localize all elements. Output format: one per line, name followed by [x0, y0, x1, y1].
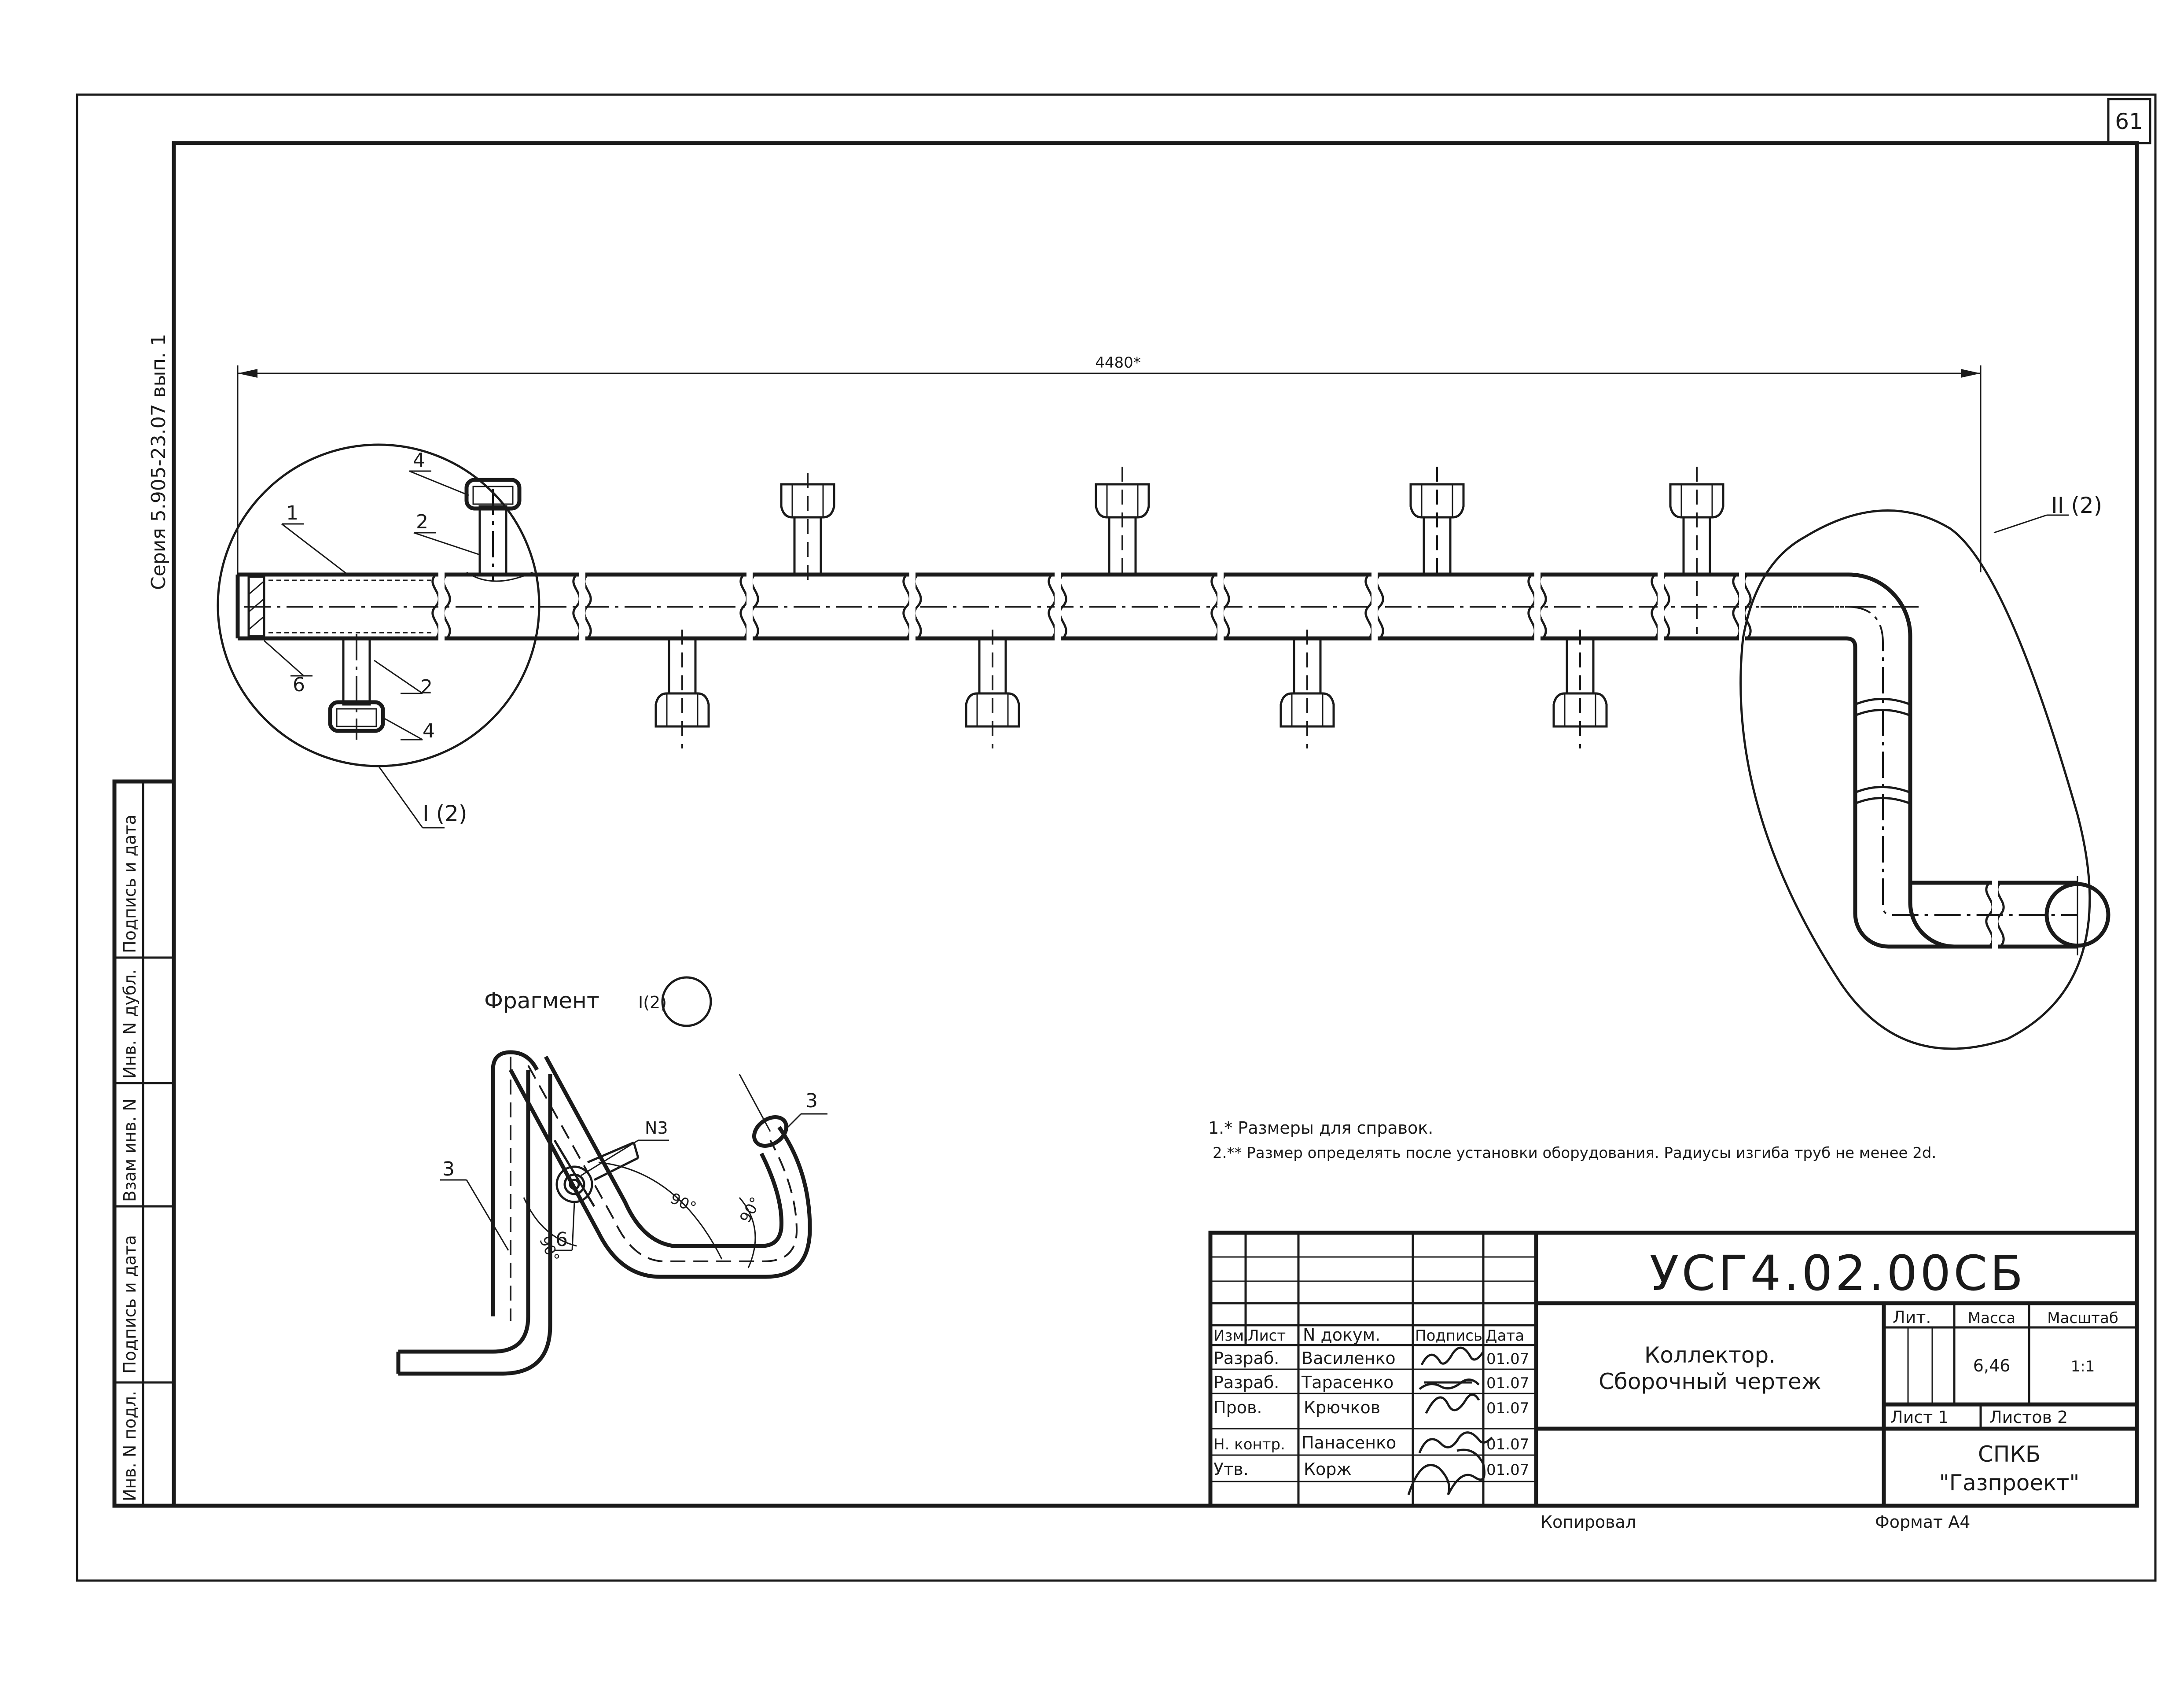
fragment-title: Фрагмент	[484, 988, 599, 1014]
detail-2-callout: II (2)	[2051, 493, 2102, 518]
tb-role-3: Пров.	[1213, 1398, 1262, 1417]
tb-name-2: Тарасенко	[1301, 1373, 1393, 1392]
detail-2-outline	[1739, 509, 2091, 1050]
tb-role-1: Разраб.	[1213, 1349, 1279, 1368]
pos-4b-label: 4	[423, 720, 435, 742]
tb-name-4: Панасенко	[1302, 1433, 1396, 1452]
tb-date-4: 01.07	[1486, 1436, 1529, 1453]
tb-header-date: Дата	[1485, 1327, 1524, 1345]
tb-mass-label: Масса	[1968, 1309, 2015, 1327]
tb-lit-label: Лит.	[1893, 1308, 1931, 1327]
pos-6-label: 6	[293, 674, 305, 696]
fittings-bottom	[328, 630, 1608, 748]
pos-1-label: 1	[286, 502, 298, 524]
detail-1-callout: I (2)	[423, 801, 467, 826]
doc-name-line-1: Коллектор.	[1644, 1342, 1776, 1368]
fragment-pos-3a: 3	[442, 1158, 455, 1180]
left-strip: Инв. N подл. Подпись и дата Взам инв. N …	[112, 779, 176, 1508]
tb-scale-value: 1:1	[2071, 1358, 2095, 1375]
note-1: 1.* Размеры для справок.	[1208, 1118, 1433, 1138]
collector-view: 4480*	[217, 354, 2110, 1050]
copied-label: Копировал	[1541, 1512, 1636, 1532]
tb-date-5: 01.07	[1486, 1461, 1529, 1479]
tb-role-4: Н. контр.	[1213, 1436, 1285, 1453]
format-label: Формат А4	[1875, 1512, 1970, 1532]
outer-frame	[76, 93, 2157, 1582]
overall-dimension: 4480*	[1095, 354, 1141, 372]
tb-name-3: Крючков	[1304, 1398, 1380, 1417]
strip-inv-podl: Инв. N подл.	[120, 1391, 140, 1501]
tb-header-list: Лист	[1248, 1327, 1286, 1345]
tb-date-3: 01.07	[1486, 1400, 1529, 1417]
tb-role-2: Разраб.	[1213, 1373, 1279, 1392]
strip-inv-dubl: Инв. N дубл.	[120, 969, 140, 1079]
pos-2a-label: 2	[416, 511, 428, 533]
tb-header-sign: Подпись	[1415, 1327, 1482, 1345]
doc-code: УСГ4.02.00СБ	[1649, 1245, 2026, 1301]
tb-name-5: Корж	[1304, 1459, 1352, 1479]
strip-sign-date-1: Подпись и дата	[120, 1235, 140, 1374]
strip-sign-date-2: Подпись и дата	[120, 815, 140, 953]
series-label: Серия 5.905-23.07 вып. 1	[147, 334, 170, 590]
org-line-2: "Газпроект"	[1939, 1470, 2080, 1496]
notes: 1.* Размеры для справок. 2.** Размер опр…	[1208, 1118, 1936, 1162]
fragment-n3: N3	[645, 1118, 668, 1138]
tb-header-izm: Изм.	[1213, 1327, 1249, 1345]
tb-sheets: Листов 2	[1989, 1408, 2068, 1427]
fittings-top	[464, 467, 1724, 634]
title-block: Изм. Лист N докум. Подпись Дата Разраб. …	[1208, 1231, 2139, 1508]
fragment-view: Фрагмент I(2) 90° 90° 90° 3	[396, 976, 827, 1376]
tb-role-5: Утв.	[1213, 1459, 1249, 1479]
tb-scale-label: Масштаб	[2047, 1309, 2118, 1327]
tb-date-2: 01.07	[1486, 1375, 1529, 1392]
fragment-pos-6: 6	[555, 1228, 568, 1251]
page-number: 61	[2115, 109, 2143, 134]
tb-header-ndoc: N докум.	[1303, 1325, 1380, 1345]
strip-vzam-inv: Взам инв. N	[120, 1098, 140, 1202]
fragment-view-circle	[661, 976, 712, 1027]
note-2: 2.** Размер определять после установки о…	[1213, 1144, 1936, 1162]
signatures	[1407, 1346, 1493, 1496]
tb-sheet: Лист 1	[1890, 1408, 1949, 1427]
tb-name-1: Василенко	[1302, 1349, 1396, 1368]
page-number-box	[2107, 98, 2151, 144]
tb-date-1: 01.07	[1486, 1350, 1529, 1368]
pos-2b-label: 2	[420, 676, 433, 698]
fragment-pos-3b: 3	[805, 1090, 818, 1112]
tb-mass-value: 6,46	[1973, 1356, 2011, 1375]
org-line-1: СПКБ	[1978, 1441, 2041, 1467]
detail-1-circle	[217, 443, 540, 767]
pos-4a-label: 4	[413, 449, 425, 472]
doc-name-line-2: Сборочный чертеж	[1599, 1369, 1821, 1394]
